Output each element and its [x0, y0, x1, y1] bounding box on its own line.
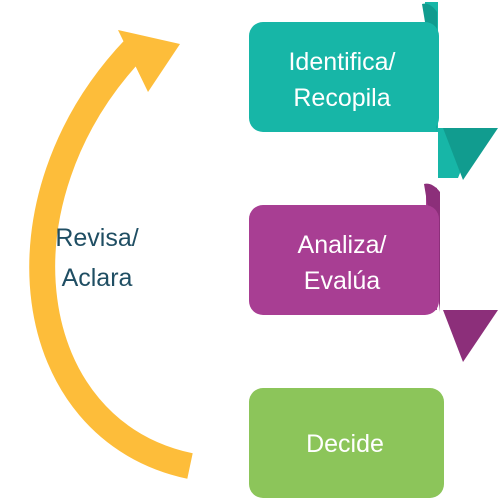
cycle-label-line2: Aclara — [62, 264, 133, 292]
step-decide-label: Decide — [306, 430, 384, 458]
step-analiza-label-line1: Analiza/ — [298, 231, 387, 259]
cycle-arrow-shaft — [29, 39, 193, 479]
step-identifica-label-line1: Identifica/ — [288, 48, 395, 76]
step-analiza-down-arrow — [443, 310, 498, 362]
step-analiza-label-line2: Evalúa — [304, 267, 381, 295]
step-identifica-label-line2: Recopila — [293, 84, 390, 112]
step-decide-box — [249, 388, 444, 498]
step-identifica-box — [249, 22, 439, 132]
cycle-label-line1: Revisa/ — [55, 224, 138, 252]
step-analiza: Analiza/ Evalúa — [249, 183, 498, 362]
step-identifica: Identifica/ Recopila — [249, 2, 498, 180]
cycle-arrow-head — [118, 30, 180, 92]
step-decide: Decide — [249, 388, 444, 498]
step-analiza-box — [249, 205, 439, 315]
cycle-arrow — [29, 30, 193, 479]
step-identifica-down-arrow — [443, 128, 498, 180]
